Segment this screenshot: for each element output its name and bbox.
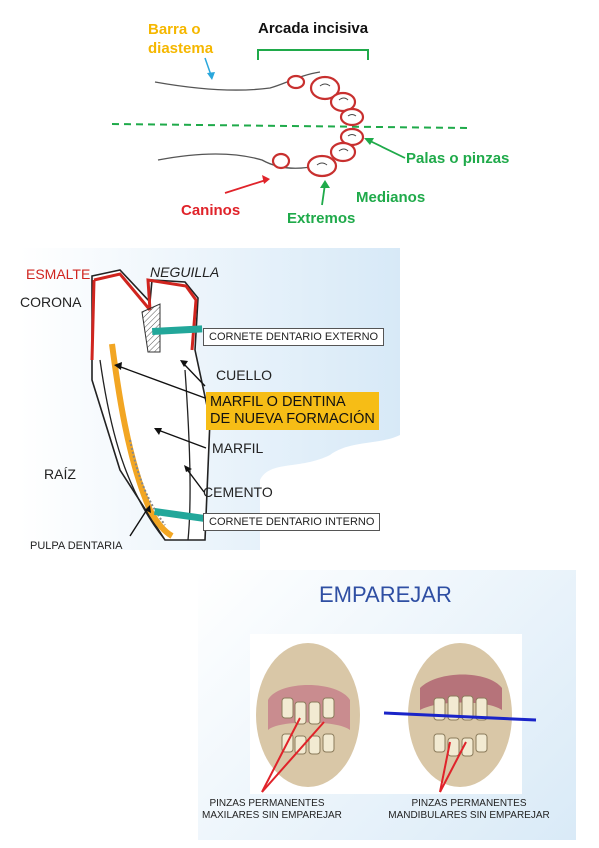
tooth-upper-pinza: [339, 107, 365, 127]
midline-dashed: [111, 123, 469, 129]
extremos-label: Extremos: [287, 210, 356, 227]
cornete-externo-label: CORNETE DENTARIO EXTERNO: [203, 328, 385, 346]
right-caption: PINZAS PERMANENTES MANDIBULARES SIN EMPA…: [384, 798, 554, 822]
pulpa-label: PULPA DENTARIA: [30, 540, 123, 552]
alignment-line: [383, 711, 537, 722]
cornete-interno-label: CORNETE DENTARIO INTERNO: [203, 513, 381, 531]
caninos-arrow: [224, 179, 267, 194]
left-arrow-2: [261, 721, 325, 793]
esmalte-label: ESMALTE: [26, 266, 91, 282]
cemento-label: CEMENTO: [203, 484, 273, 500]
marfil-nuevo-line2: DE NUEVA FORMACIÓN: [210, 411, 375, 427]
arcada-bracket: [257, 49, 369, 60]
left-caption-line1: PINZAS PERMANENTES: [209, 798, 325, 809]
palas-label: Palas o pinzas: [406, 150, 510, 167]
cornete-externo-bar: [152, 325, 203, 335]
arcada-label: Arcada incisiva: [258, 20, 369, 37]
marfil-label: MARFIL: [212, 440, 264, 456]
barra-label-line2: diastema: [148, 40, 214, 57]
emparejar-panel: EMPAREJAR: [198, 570, 576, 840]
raiz-label: RAÍZ: [44, 466, 76, 482]
maxillary-teeth-photo: [256, 643, 360, 787]
corona-label: CORONA: [20, 294, 82, 310]
right-arrow-2: [439, 741, 467, 793]
neguilla-label: NEGUILLA: [150, 264, 220, 280]
new-dentin: [109, 343, 174, 539]
right-caption-line1: PINZAS PERMANENTES: [411, 798, 527, 809]
marfil-nuevo-label: MARFIL O DENTINA DE NUEVA FORMACIÓN: [206, 392, 379, 430]
medianos-label: Medianos: [356, 189, 426, 206]
barra-label-line1: Barra o: [148, 21, 201, 38]
tooth-lower-mediano: [329, 141, 357, 163]
tooth-lower-extremo: [306, 154, 338, 178]
tooth-section-diagram: ESMALTE NEGUILLA CORONA CORNETE DENTARIO…: [0, 240, 420, 560]
emparejar-title: EMPAREJAR: [319, 582, 452, 607]
tooth-lower-canine: [271, 152, 291, 170]
marfil-nuevo-line1: MARFIL O DENTINA: [210, 394, 346, 410]
right-caption-line2: MANDIBULARES SIN EMPAREJAR: [388, 810, 550, 821]
left-arrow-1: [261, 717, 301, 793]
tooth-upper-extremo: [309, 75, 341, 101]
incisor-arcade-diagram: Barra o diastema Arcada incisiva Palas o…: [0, 0, 599, 235]
left-caption-line2: MAXILARES SIN EMPAREJAR: [202, 810, 342, 821]
enamel-left: [90, 279, 96, 361]
barra-label: Barra o diastema: [148, 20, 213, 58]
neguilla: [141, 303, 161, 353]
cuello-label: CUELLO: [216, 367, 273, 383]
pulp-dots: [129, 439, 166, 526]
right-arrow-1: [439, 741, 451, 793]
caninos-label: Caninos: [181, 202, 241, 219]
arcade-drawing: [111, 49, 469, 206]
enamel-layer: [93, 272, 198, 351]
tooth-upper-canine: [286, 74, 306, 90]
palas-arrow: [367, 139, 406, 159]
emparejar-drawing: [250, 634, 537, 794]
left-caption: PINZAS PERMANENTES MAXILARES SIN EMPAREJ…: [202, 798, 342, 822]
jaw-outline-lower: [157, 153, 321, 169]
cornete-interno-bar: [154, 508, 207, 523]
